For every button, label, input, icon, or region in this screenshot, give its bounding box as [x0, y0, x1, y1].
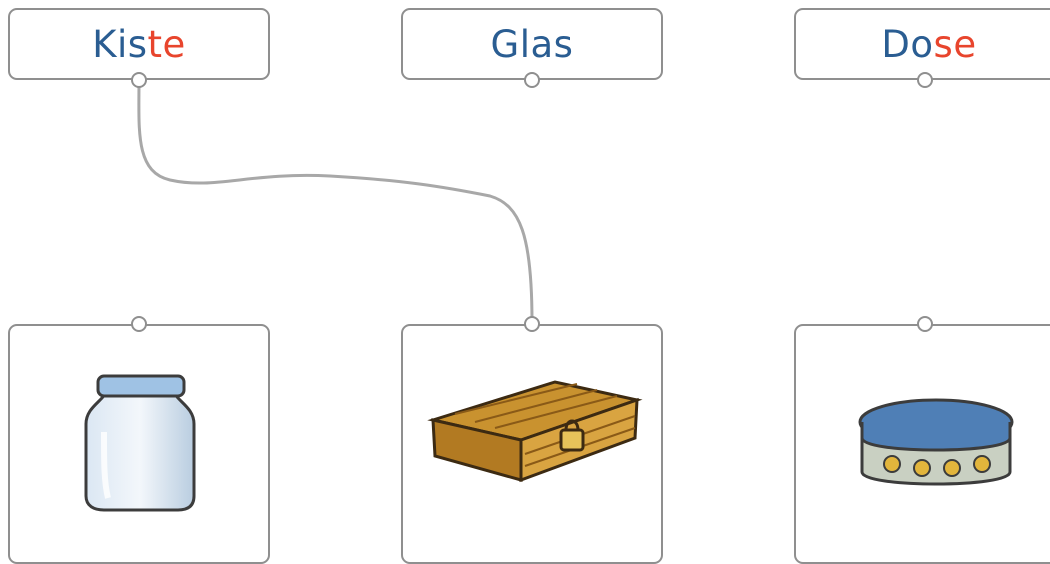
connector-dot-word-1[interactable]: [131, 72, 147, 88]
picture-card-tin[interactable]: [794, 324, 1050, 564]
picture-card-chest[interactable]: [401, 324, 663, 564]
connector-dot-picture-3[interactable]: [917, 316, 933, 332]
word-card-kiste[interactable]: Kiste: [8, 8, 270, 80]
word-stem: Do: [881, 22, 934, 66]
connector-dot-picture-1[interactable]: [131, 316, 147, 332]
connection-line-kiste-chest: [137, 78, 534, 324]
picture-card-jar[interactable]: [8, 324, 270, 564]
word-stem: Glas: [490, 22, 574, 66]
word-label-glas: Glas: [491, 23, 574, 66]
word-ending: se: [933, 22, 977, 66]
tin-box-icon: [858, 398, 1014, 486]
word-card-glas[interactable]: Glas: [401, 8, 663, 80]
word-card-dose[interactable]: Dose: [794, 8, 1050, 80]
connector-dot-word-2[interactable]: [524, 72, 540, 88]
word-ending: te: [147, 22, 186, 66]
wooden-chest-icon: [427, 380, 643, 483]
jar-icon: [84, 374, 196, 512]
word-label-dose: Dose: [881, 23, 976, 66]
word-label-kiste: Kiste: [92, 23, 186, 66]
connector-dot-picture-2[interactable]: [524, 316, 540, 332]
word-stem: Kis: [92, 22, 148, 66]
connector-dot-word-3[interactable]: [917, 72, 933, 88]
